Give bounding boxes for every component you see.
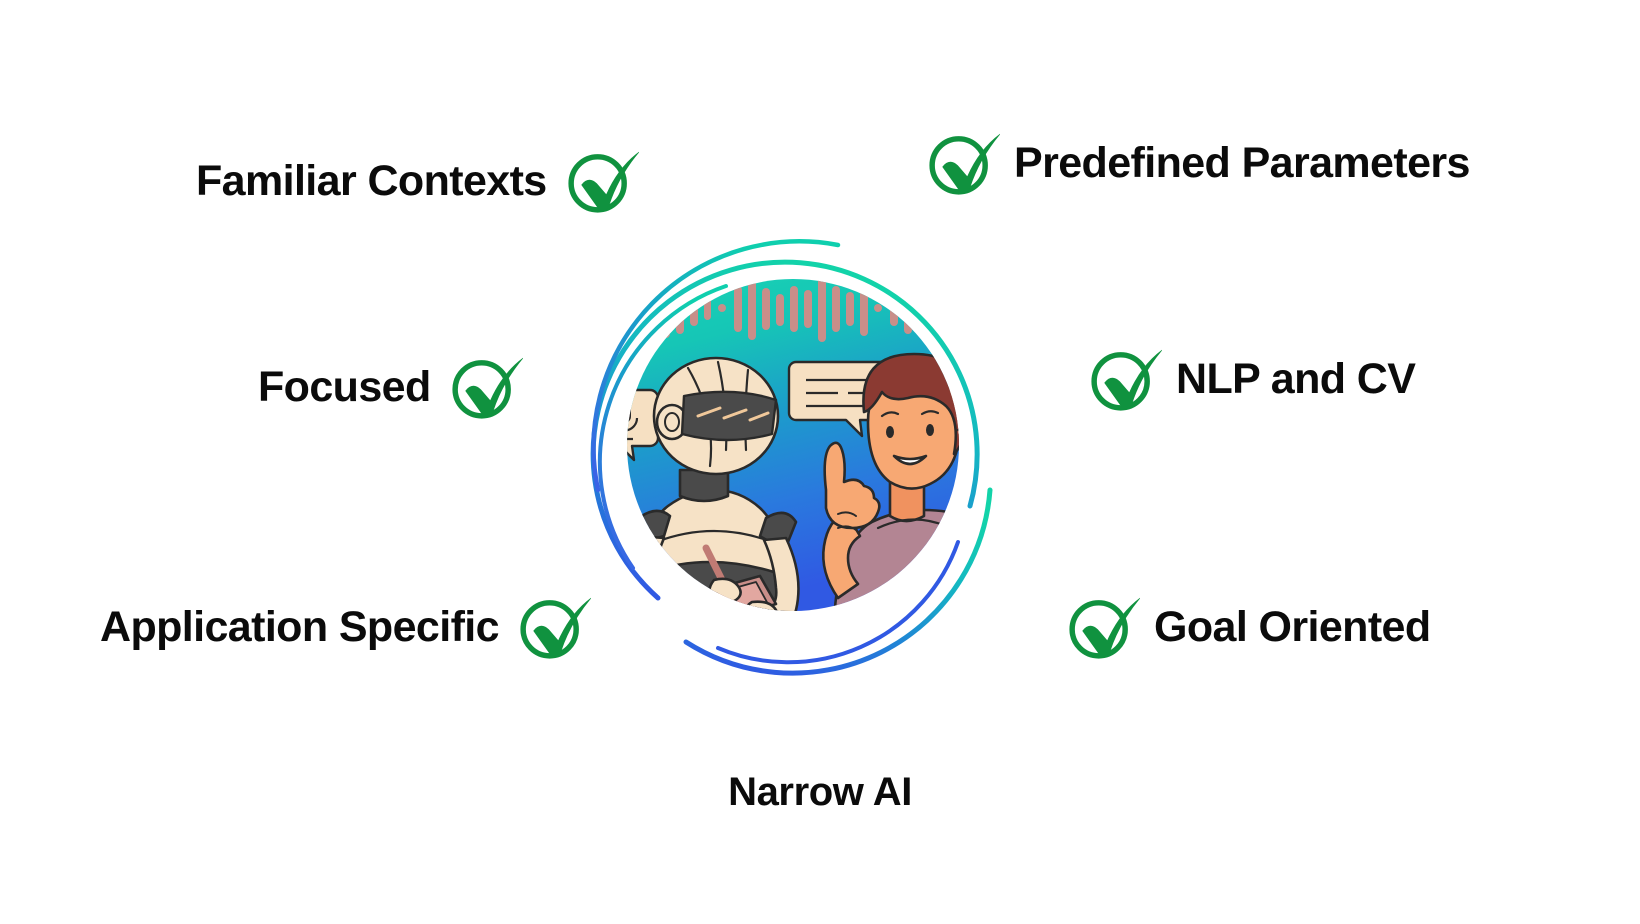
feature-application-specific[interactable]: Application Specific (100, 588, 591, 666)
feature-label: Goal Oriented (1154, 602, 1431, 651)
check-circle-icon (1091, 349, 1162, 411)
feature-focused[interactable]: Focused (258, 348, 523, 426)
feature-familiar-contexts[interactable]: Familiar Contexts (196, 142, 639, 220)
feature-label: Predefined Parameters (1014, 138, 1470, 187)
feature-label: Application Specific (100, 602, 500, 651)
feature-label: Familiar Contexts (196, 156, 547, 205)
check-circle-icon (568, 151, 639, 213)
check-circle-icon (1069, 597, 1140, 659)
feature-goal-oriented[interactable]: Goal Oriented (1062, 588, 1431, 666)
ai-human-conversation-illustration (590, 239, 993, 676)
chat-message-bubble-icon (787, 360, 891, 438)
outer-ring-arcs (590, 239, 993, 676)
check-circle-icon (452, 357, 523, 419)
feature-predefined-parameters[interactable]: Predefined Parameters (922, 124, 1470, 202)
feature-label: Focused (258, 362, 431, 411)
check-circle-icon (929, 133, 1000, 195)
feature-nlp-and-cv[interactable]: NLP and CV (1084, 340, 1416, 418)
feature-label: NLP and CV (1176, 354, 1416, 403)
check-circle-icon (520, 597, 591, 659)
diagram-title: Narrow AI (728, 770, 912, 814)
center-illustration (538, 190, 1048, 700)
